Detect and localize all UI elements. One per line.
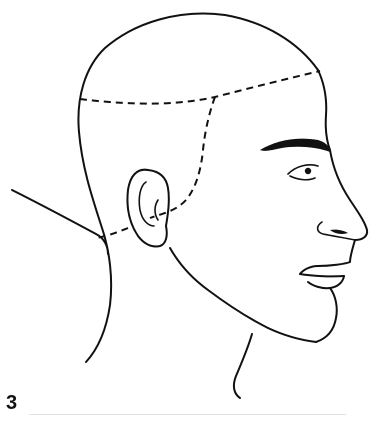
jawline (170, 248, 268, 328)
nose-bridge (330, 150, 367, 240)
mouth-line (300, 274, 344, 276)
lower-lip (308, 276, 344, 288)
head-outline (78, 14, 318, 362)
chin (268, 288, 337, 342)
eyebrow (260, 139, 330, 152)
eye-upper-lid (288, 165, 318, 174)
figure-number: 3 (6, 393, 17, 413)
eye-pupil (305, 168, 311, 174)
dashed-hairline-top (80, 71, 320, 104)
neck-front (234, 334, 252, 398)
dashed-hairline-side (150, 97, 215, 218)
ear-outer (127, 170, 168, 247)
forehead-line (318, 70, 330, 150)
upper-lip (300, 240, 355, 274)
dashed-hairline-nape (96, 228, 128, 238)
ear-tragus (155, 200, 158, 220)
nostril-shadow (330, 230, 348, 234)
caption-divider (29, 414, 346, 415)
ear-inner (139, 182, 154, 226)
eye-lower-lid (290, 176, 315, 180)
